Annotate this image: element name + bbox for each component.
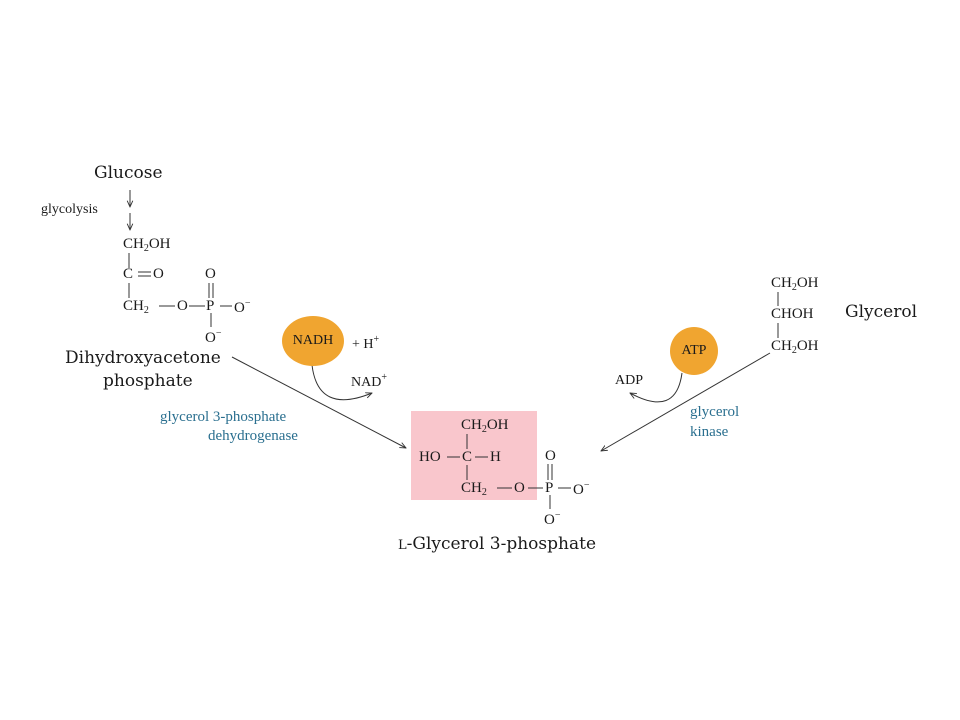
dhap-ch2oh: CH2OH — [123, 236, 171, 254]
left-main-arrow — [231, 356, 406, 448]
g3p-ch2oh: CH2OH — [461, 417, 509, 435]
right-main-arrow — [601, 352, 771, 451]
nad-label: NAD+ — [351, 372, 387, 390]
nadh-curve-arrow — [311, 364, 372, 401]
dhap-p-o-bottom: O− — [205, 328, 222, 346]
dhap-p-o-top: O — [205, 266, 216, 282]
g3p-name: L-Glycerol 3-phosphate — [398, 534, 596, 554]
glycolysis-label: glycolysis — [41, 202, 98, 217]
g3p-p-o-right: O− — [573, 480, 590, 498]
product-highlight-box — [411, 411, 537, 500]
dhap-name-line2: phosphate — [103, 371, 193, 391]
plus-h-label: + H+ — [352, 334, 380, 352]
glucose-label: Glucose — [94, 163, 163, 183]
dhap-p-o-right: O− — [234, 298, 251, 316]
g3p-ch2: CH2 — [461, 480, 487, 498]
glycerol-ch2oh-top: CH2OH — [771, 275, 819, 293]
g3p-p-o-bottom: O− — [544, 510, 561, 528]
enzyme-left-line2: dehydrogenase — [208, 428, 298, 444]
atp-oval: ATP — [670, 327, 718, 375]
atp-curve-arrow — [630, 372, 683, 403]
g3p-ho: HO — [419, 449, 441, 465]
glycerol-label: Glycerol — [845, 302, 918, 322]
dhap-phosphorus: P — [206, 298, 215, 314]
dhap-ch2: CH2 — [123, 298, 149, 316]
dhap-o-link: O — [177, 298, 188, 314]
enzyme-right-line1: glycerol — [690, 404, 740, 420]
g3p-central-c: C — [462, 449, 473, 465]
g3p-o-link: O — [514, 480, 525, 496]
dhap-carbonyl-o: O — [153, 266, 164, 282]
g3p-p-o-top: O — [545, 448, 556, 464]
dhap-name-line1: Dihydroxyacetone — [65, 348, 221, 368]
enzyme-right-line2: kinase — [690, 424, 729, 440]
glycerol-choh: CHOH — [771, 306, 814, 322]
glycerol-ch2oh-bottom: CH2OH — [771, 338, 819, 356]
g3p-h: H — [490, 449, 501, 465]
dhap-carbonyl-c: C — [123, 266, 134, 282]
g3p-phosphorus: P — [545, 480, 554, 496]
adp-label: ADP — [615, 373, 644, 388]
enzyme-left-line1: glycerol 3-phosphate — [160, 409, 287, 425]
nadh-oval: NADH — [282, 316, 344, 366]
